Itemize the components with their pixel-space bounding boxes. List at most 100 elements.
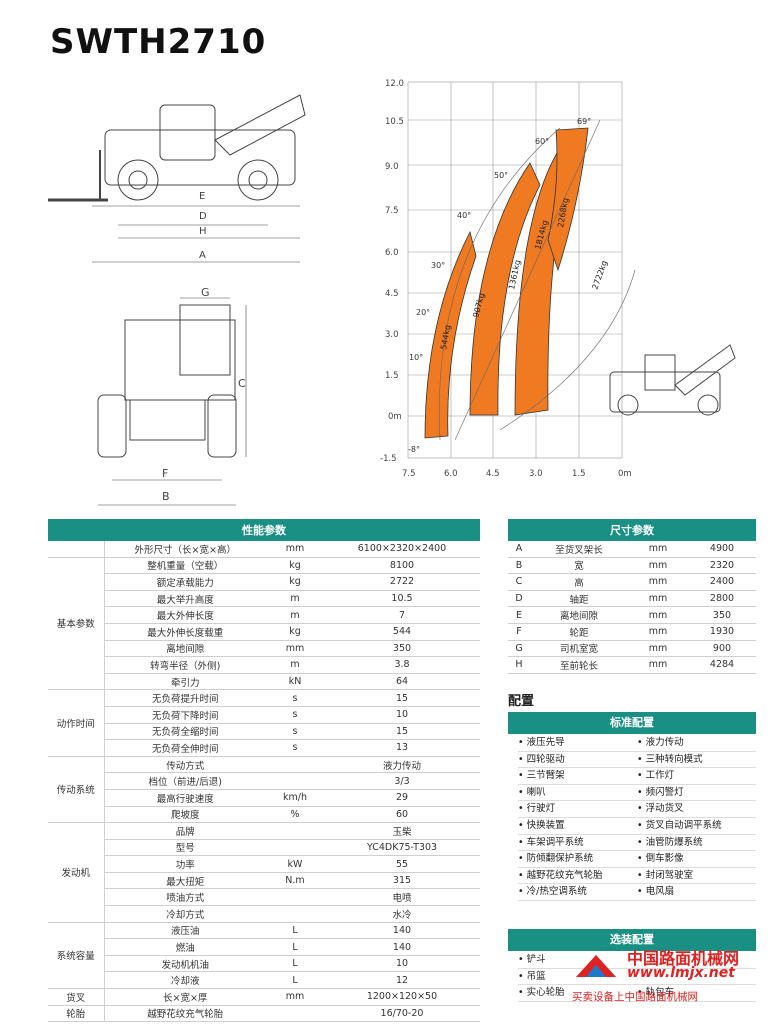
perf-unit: kg [266, 573, 324, 591]
perf-name: 牵引力 [104, 673, 266, 691]
perf-value: 水冷 [324, 905, 480, 923]
config-row: • 实心轮胎 • 轨包车 [518, 985, 756, 1002]
perf-value: 15 [324, 689, 480, 707]
perf-name: 型号 [104, 839, 266, 857]
perf-name: 转弯半径（外侧) [104, 656, 266, 674]
dim-n: 轴距 [530, 590, 628, 608]
front-dim-labels: G C F B [162, 286, 246, 503]
perf-value: 29 [324, 789, 480, 807]
config-item: • 三节臂架 [518, 770, 565, 782]
dim-k: D [508, 590, 530, 608]
config-item: • 车架调平系统 [518, 836, 584, 848]
perf-value: 12 [324, 971, 480, 990]
dim-n: 至前轮长 [530, 656, 628, 674]
perf-name: 功率 [104, 855, 266, 873]
angle-label: 69° [577, 117, 591, 126]
config-row: • 冷/热空调系统 • 电风扇 [518, 884, 756, 901]
config-item: • 喇叭 [518, 786, 546, 798]
perf-unit: kg [266, 623, 324, 641]
perf-name: 无负荷下降时间 [104, 706, 266, 724]
perf-name: 最大外伸长度载重 [104, 623, 266, 641]
dim-n: 宽 [530, 557, 628, 575]
dim-k: C [508, 573, 530, 591]
config-item: • 倒车影像 [637, 853, 684, 865]
perf-value: 3.8 [324, 656, 480, 674]
config-item: • 电风扇 [637, 886, 675, 898]
config-row: • 三节臂架• 工作灯 [518, 768, 756, 785]
perf-name: 冷却液 [104, 971, 266, 990]
perf-value: 15 [324, 723, 480, 741]
perf-unit [266, 1005, 324, 1023]
dim-k: B [508, 557, 530, 575]
standard-config-list: • 液压先导• 液力传动• 四轮驱动• 三种转向模式• 三节臂架• 工作灯• 喇… [518, 735, 756, 901]
perf-value: 544 [324, 623, 480, 641]
optional-config-header: 选装配置 [508, 929, 756, 951]
perf-unit [266, 756, 324, 774]
config-row: • 液压先导• 液力传动 [518, 735, 756, 752]
perf-unit: L [266, 938, 324, 956]
config-row: • 车架调平系统• 油管防爆系统 [518, 835, 756, 852]
x-tick: 6.0 [444, 469, 458, 479]
watermark-slogan: 买卖设备上中国路面机械网 [572, 991, 698, 1003]
perf-unit [266, 888, 324, 907]
config-item: • 三种转向模式 [637, 753, 703, 765]
perf-name: 最高行驶速度 [104, 789, 266, 807]
perf-name: 无负荷全缩时间 [104, 723, 266, 741]
y-tick: 1.5 [385, 371, 399, 381]
perf-unit: N.m [266, 872, 324, 890]
perf-value: 13 [324, 739, 480, 757]
config-row: • 防倾翻保护系统 • 倒车影像 [518, 851, 756, 868]
perf-name: 喷油方式 [104, 888, 266, 907]
perf-name: 整机重量（空载） [104, 557, 266, 575]
config-item: • 轨包车 [637, 987, 675, 999]
dim-u: mm [628, 623, 688, 641]
y-tick: 3.0 [385, 330, 399, 340]
perf-unit: km/h [266, 789, 324, 807]
dim-k: E [508, 606, 530, 624]
perf-name: 越野花纹充气轮胎 [104, 1005, 266, 1023]
perf-value: 玉柴 [324, 822, 480, 840]
load-label: 544kg [439, 324, 452, 350]
perf-unit: mm [266, 541, 324, 558]
perf-group: 发动机 [48, 822, 105, 923]
y-tick: 7.5 [385, 206, 399, 216]
perf-value: 电喷 [324, 888, 480, 907]
x-tick: 0m [618, 469, 632, 479]
perf-name: 档位（前进/后退) [104, 772, 266, 790]
config-item: • 越野花纹充气轮胎 [518, 869, 603, 881]
dim-k: F [508, 623, 530, 641]
dim-k: H [508, 656, 530, 674]
config-item: • 冷/热空调系统 [518, 886, 587, 898]
angle-label: 50° [494, 171, 508, 180]
config-item: • 铲斗 [518, 954, 546, 965]
config-item: • 快换装置 [518, 819, 565, 831]
dim-v: 2800 [688, 590, 756, 608]
dim-v: 350 [688, 606, 756, 624]
perf-value: 2722 [324, 573, 480, 591]
dim-u: mm [628, 541, 688, 558]
perf-group: 系统容量 [48, 922, 105, 990]
config-item: • 防倾翻保护系统 [518, 853, 594, 865]
perf-group: 基本参数 [48, 557, 105, 691]
perf-unit: kN [266, 673, 324, 691]
perf-value: 315 [324, 872, 480, 890]
perf-name: 冷却方式 [104, 905, 266, 923]
dim-v: 2400 [688, 573, 756, 591]
perf-row: 发动机品牌玉柴 [48, 822, 480, 923]
perf-group: 货叉 [48, 988, 105, 1006]
perf-unit: s [266, 739, 324, 757]
perf-group: 动作时间 [48, 689, 105, 757]
config-item: • 实心轮胎 [518, 987, 565, 999]
perf-name: 额定承载能力 [104, 573, 266, 591]
